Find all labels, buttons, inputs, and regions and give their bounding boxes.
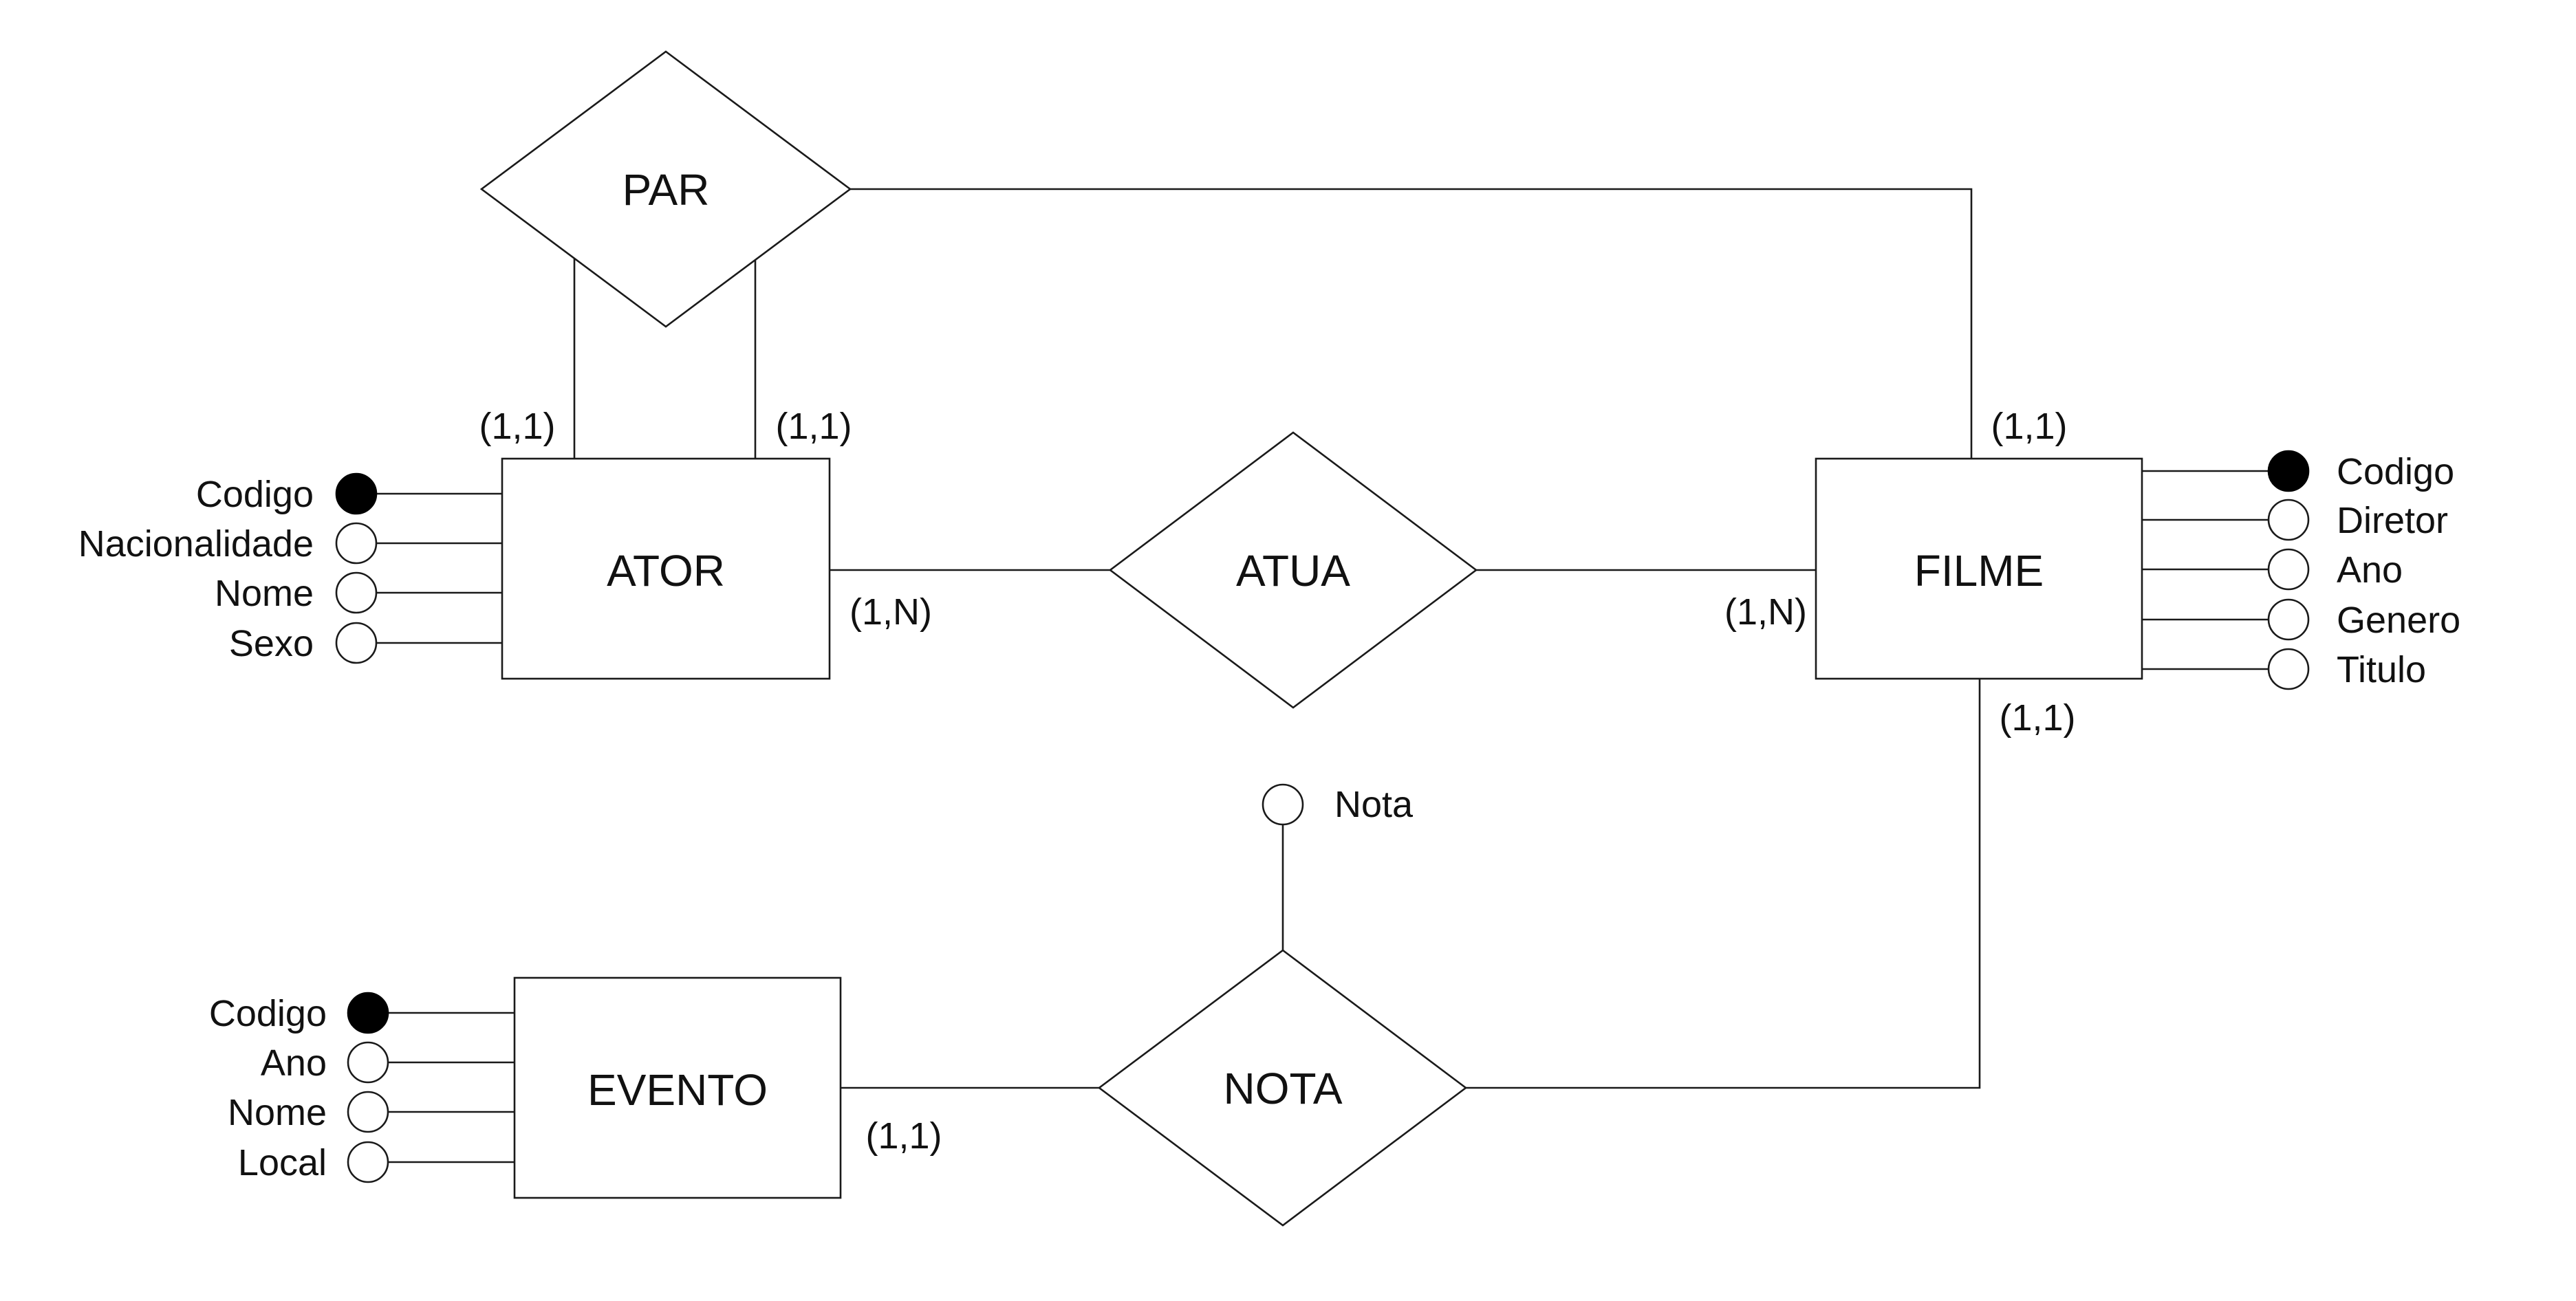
entity-filme[interactable]: FILME <box>1815 457 2143 680</box>
evento-codigo-key-circle[interactable] <box>347 992 389 1034</box>
entity-ator-box[interactable] <box>501 457 831 680</box>
evento-attributes: Codigo Ano Nome Local <box>209 992 389 1183</box>
filme-titulo-circle[interactable] <box>2267 648 2310 690</box>
cardinality-nota-evento: (1,1) <box>865 1115 942 1157</box>
ator-nome-circle[interactable] <box>335 571 378 614</box>
evento-ano-label: Ano <box>261 1042 327 1084</box>
cardinality-par-ator-left: (1,1) <box>479 406 555 447</box>
evento-nome-label: Nome <box>228 1092 327 1133</box>
relationship-atua[interactable]: ATUA <box>1108 431 1478 709</box>
par-filme-connector <box>850 188 1973 459</box>
relationship-atua-diamond[interactable] <box>1108 431 1478 709</box>
evento-local-label: Local <box>238 1142 327 1183</box>
filme-codigo-label: Codigo <box>2337 451 2454 492</box>
entity-evento[interactable]: EVENTO <box>513 976 842 1199</box>
filme-codigo-key-circle[interactable] <box>2267 450 2310 492</box>
entity-evento-box[interactable] <box>513 976 842 1199</box>
relationship-par[interactable]: PAR <box>479 50 852 328</box>
evento-nome-circle[interactable] <box>347 1091 389 1133</box>
cardinality-atua-ator: (1,N) <box>849 591 932 633</box>
ator-attributes: Codigo Nacionalidade Nome Sexo <box>78 472 378 664</box>
ator-sexo-circle[interactable] <box>335 622 378 664</box>
filme-titulo-label: Titulo <box>2337 649 2426 690</box>
nota-attribute-label: Nota <box>1334 784 1414 825</box>
nota-filme-connector <box>1466 679 1981 1089</box>
filme-genero-circle[interactable] <box>2267 598 2310 641</box>
ator-codigo-key-circle[interactable] <box>335 472 378 515</box>
entity-ator-name: ATOR <box>607 546 725 595</box>
relationship-par-name: PAR <box>623 165 710 215</box>
filme-genero-label: Genero <box>2337 600 2460 641</box>
filme-attributes: Codigo Diretor Ano Genero Titulo <box>2267 450 2460 690</box>
relationship-par-diamond[interactable] <box>479 50 852 328</box>
nota-attribute-circle[interactable] <box>1262 783 1304 826</box>
relationship-nota[interactable]: NOTA <box>1097 949 1468 1227</box>
filme-ano-label: Ano <box>2337 549 2403 591</box>
filme-ano-circle[interactable] <box>2267 548 2310 591</box>
evento-codigo-label: Codigo <box>209 993 327 1034</box>
connectors <box>377 188 2269 1163</box>
evento-ano-circle[interactable] <box>347 1041 389 1084</box>
relationship-nota-diamond[interactable] <box>1097 949 1468 1227</box>
filme-diretor-label: Diretor <box>2337 500 2448 541</box>
cardinality-atua-filme: (1,N) <box>1724 591 1807 633</box>
cardinalities: (1,1) (1,1) (1,1) (1,N) (1,N) (1,1) (1,1… <box>479 406 2075 1157</box>
ator-nome-label: Nome <box>215 573 314 614</box>
ator-nacionalidade-label: Nacionalidade <box>78 523 314 565</box>
relationship-atua-name: ATUA <box>1236 546 1350 595</box>
cardinality-par-ator-right: (1,1) <box>775 406 852 447</box>
ator-nacionalidade-circle[interactable] <box>335 522 378 565</box>
entity-filme-name: FILME <box>1914 546 2044 595</box>
entity-evento-name: EVENTO <box>587 1065 768 1115</box>
entity-filme-box[interactable] <box>1815 457 2143 680</box>
cardinality-par-filme: (1,1) <box>1991 406 2067 447</box>
entity-ator[interactable]: ATOR <box>501 457 831 680</box>
filme-diretor-circle[interactable] <box>2267 499 2310 541</box>
evento-local-circle[interactable] <box>347 1141 389 1183</box>
relationship-nota-name: NOTA <box>1223 1064 1342 1113</box>
ator-sexo-label: Sexo <box>229 623 314 664</box>
cardinality-nota-filme: (1,1) <box>1999 697 2075 739</box>
nota-attribute[interactable]: Nota <box>1262 783 1414 826</box>
ator-codigo-label: Codigo <box>196 474 314 515</box>
